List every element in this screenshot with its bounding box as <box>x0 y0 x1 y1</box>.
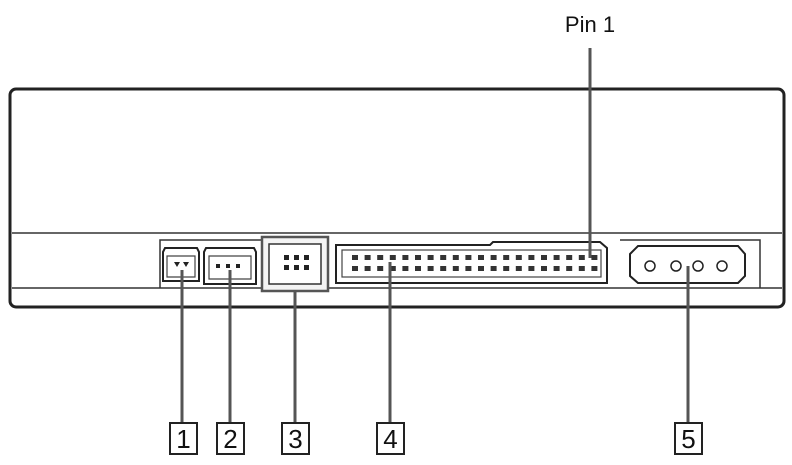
ide-pin <box>591 266 598 271</box>
ide-pin <box>465 255 472 260</box>
callout-1-number: 1 <box>176 424 190 454</box>
ide-pin <box>452 266 459 271</box>
ide-pin <box>553 255 560 260</box>
callout-1: 1 <box>169 422 198 455</box>
ide-pin <box>415 266 421 271</box>
ide-pin <box>478 266 484 271</box>
connector-1-analog-audio <box>162 247 200 282</box>
ide-pin <box>566 255 573 260</box>
ide-pin <box>389 266 396 271</box>
callout-5-number: 5 <box>681 424 695 454</box>
connector-2-digital-audio <box>203 247 257 285</box>
ide-pin <box>402 255 409 260</box>
ide-pin <box>377 266 384 271</box>
ide-pin <box>478 255 484 260</box>
connector-4-ide-interface <box>335 241 608 284</box>
ide-pin <box>515 266 522 271</box>
ide-pin <box>528 266 535 271</box>
ide-pin <box>591 255 598 260</box>
ide-pin <box>515 255 522 260</box>
ide-pin <box>364 266 371 271</box>
pin1-label: Pin 1 <box>565 12 615 37</box>
ide-pin <box>452 255 459 260</box>
ide-pin <box>415 255 421 260</box>
callout-4: 4 <box>376 422 405 455</box>
ide-pin <box>377 255 384 260</box>
ide-pin <box>503 255 510 260</box>
recess-step-left <box>159 239 262 288</box>
leader-lines <box>180 48 690 423</box>
callout-2: 2 <box>216 422 245 455</box>
callout-3-number: 3 <box>288 424 302 454</box>
ide-pin <box>427 266 434 271</box>
ide-pin <box>352 255 358 260</box>
connector-3-jumper-block <box>260 235 330 293</box>
ide-pin <box>490 255 497 260</box>
ide-pin <box>553 266 560 271</box>
ide-pin-grid <box>352 255 598 271</box>
callout-5: 5 <box>674 422 703 455</box>
ide-pin <box>427 255 434 260</box>
ide-pin <box>490 266 497 271</box>
connector-5-power <box>629 245 746 284</box>
ide-pin <box>578 266 585 271</box>
callout-4-number: 4 <box>383 424 397 454</box>
ide-pin <box>364 255 371 260</box>
ide-pin <box>566 266 573 271</box>
callout-2-number: 2 <box>223 424 237 454</box>
recess-step-right <box>620 239 761 288</box>
ide-pin <box>541 266 547 271</box>
ide-pin <box>352 266 358 271</box>
ide-pin <box>389 255 396 260</box>
ide-pin <box>541 255 547 260</box>
ide-pin <box>465 266 472 271</box>
ide-pin <box>503 266 510 271</box>
ide-pin <box>402 266 409 271</box>
ide-pin <box>440 266 447 271</box>
callout-3: 3 <box>281 422 310 455</box>
ide-pin <box>440 255 447 260</box>
ide-pin <box>528 255 535 260</box>
ide-pin <box>578 255 585 260</box>
